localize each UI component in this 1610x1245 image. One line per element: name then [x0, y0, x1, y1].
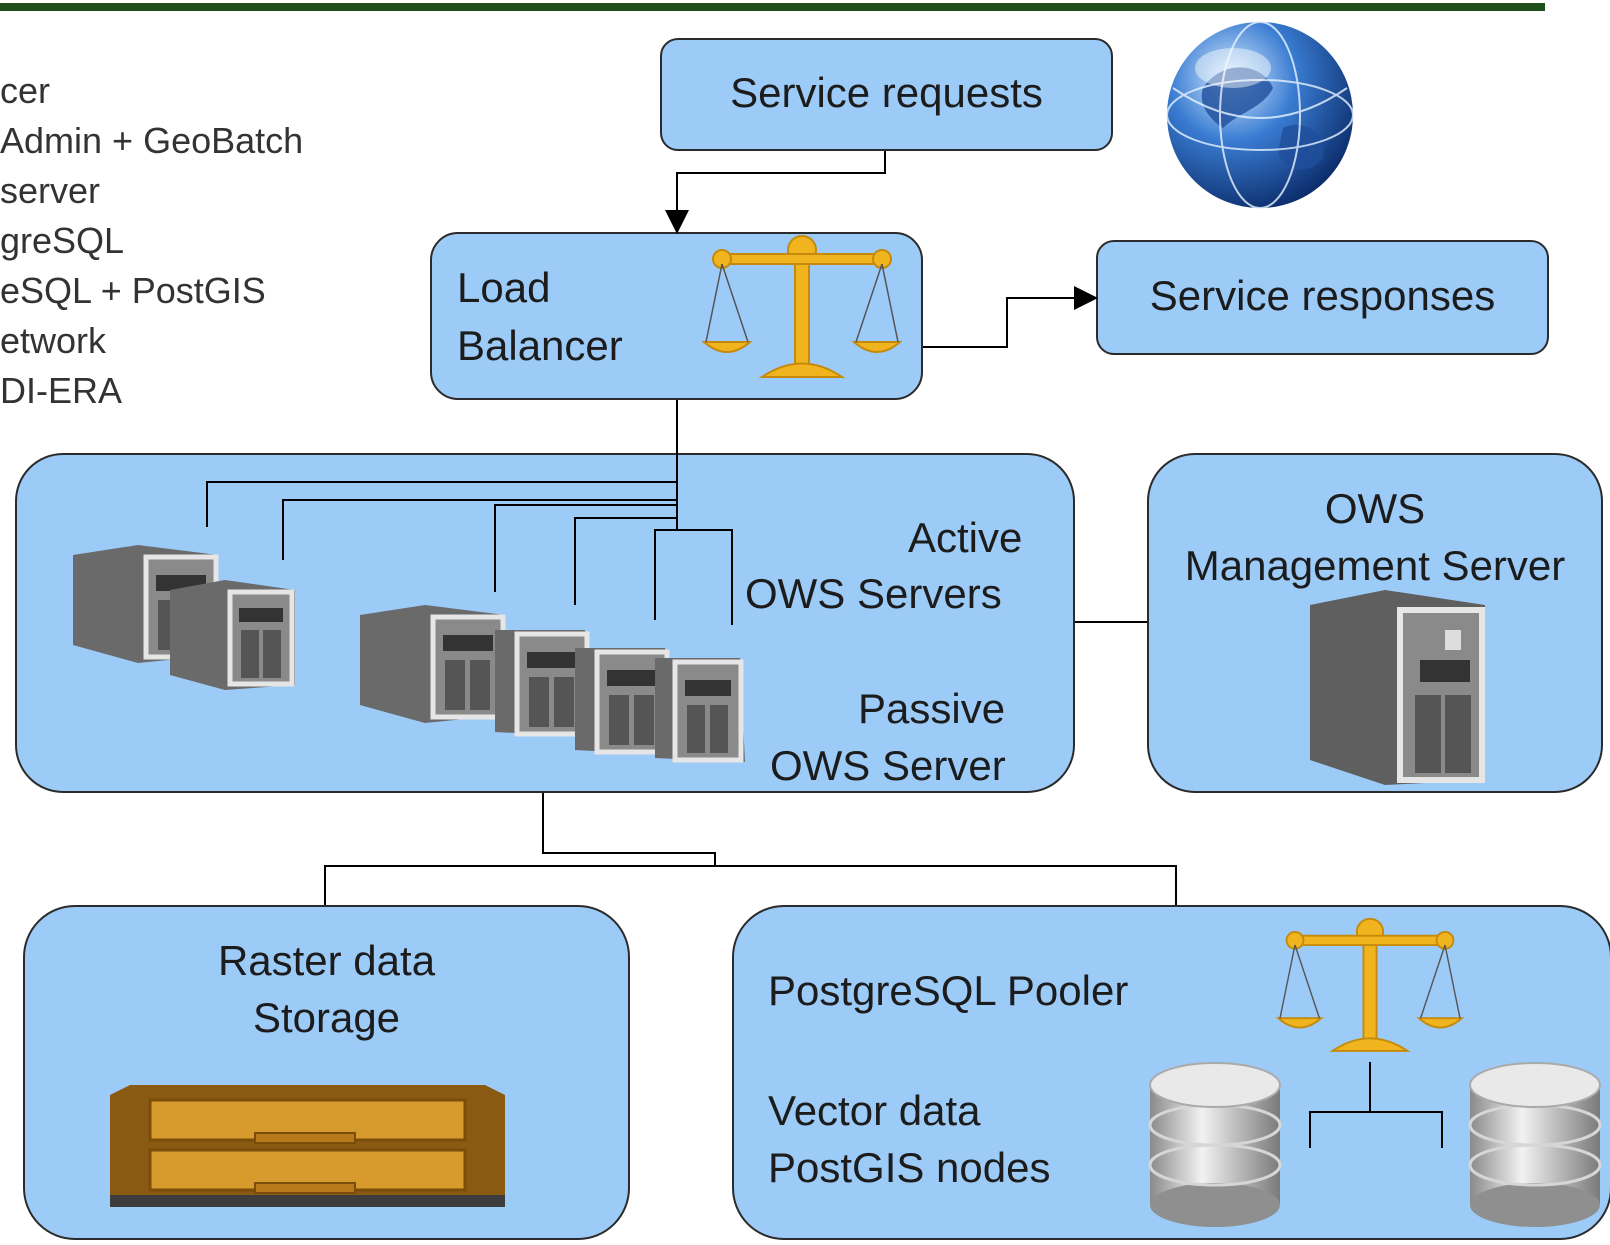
- server-tower-icon: [170, 580, 295, 690]
- service-responses-label: Service responses: [1149, 272, 1496, 319]
- balance-scale-icon: [702, 235, 902, 378]
- legend-item: etwork: [0, 320, 107, 361]
- response-arrow: [923, 286, 1098, 348]
- legend-item: cer: [0, 70, 51, 111]
- balance-scale-icon: [1275, 917, 1465, 1052]
- service-requests-label: Service requests: [730, 69, 1043, 116]
- database-icon: [1468, 1062, 1602, 1227]
- legend-item: greSQL: [0, 220, 125, 261]
- vector-label-2: PostGIS nodes: [768, 1144, 1051, 1191]
- active-label-2: OWS Servers: [745, 570, 1002, 617]
- storage-array-icon: [110, 1085, 505, 1207]
- legend-item: server: [0, 170, 101, 211]
- server-tower-icon: [655, 658, 745, 763]
- raster-label-1: Raster data: [217, 937, 436, 984]
- load-balancer-label-1: Load: [457, 264, 551, 311]
- service-responses-box: [1096, 240, 1549, 355]
- server-tower-icon: [1310, 590, 1485, 785]
- service-requests-box: [660, 38, 1113, 151]
- legend-item: eSQL + PostGIS: [0, 270, 266, 311]
- server-tower-icon: [360, 605, 506, 723]
- legend-item: DI-ERA: [0, 370, 123, 411]
- management-label-2: Management Server: [1184, 542, 1566, 589]
- legend-item: Admin + GeoBatch: [0, 120, 304, 161]
- request-arrow: [665, 151, 886, 234]
- active-label-1: Active: [908, 514, 1023, 561]
- vector-label-1: Vector data: [768, 1087, 981, 1134]
- passive-label-2: OWS Server: [770, 742, 1006, 789]
- globe-icon: [1166, 21, 1354, 209]
- database-icon: [1148, 1062, 1282, 1227]
- header-rule: [0, 3, 1545, 11]
- load-balancer-label-2: Balancer: [457, 322, 623, 369]
- pooler-label: PostgreSQL Pooler: [768, 967, 1129, 1014]
- raster-label-2: Storage: [252, 994, 401, 1041]
- passive-label-1: Passive: [858, 685, 1006, 732]
- management-label-1: OWS: [1324, 485, 1426, 532]
